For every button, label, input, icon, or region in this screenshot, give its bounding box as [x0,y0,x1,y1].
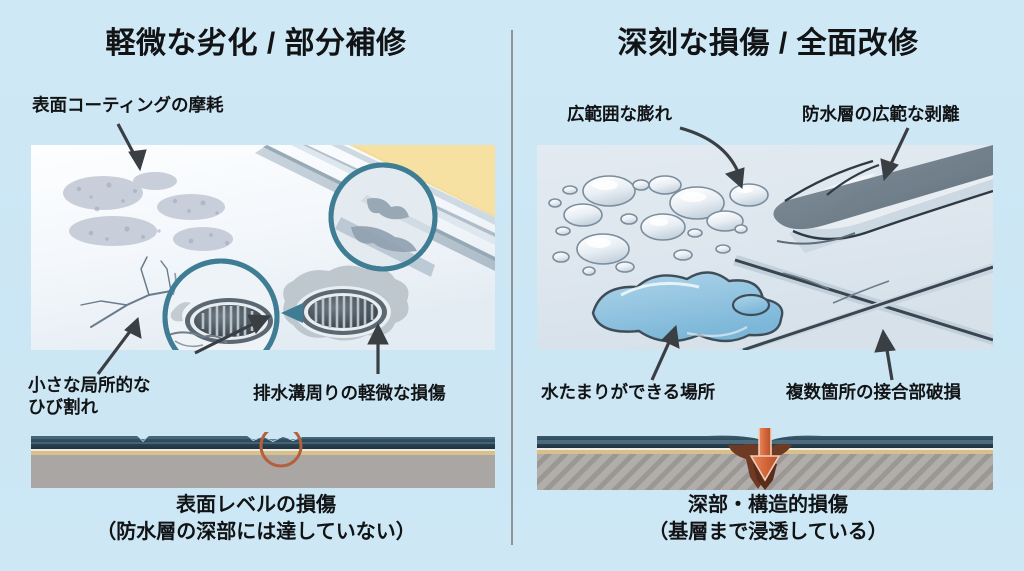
left-summary-caption: 表面レベルの損傷 （防水層の深部には達していない） [96,494,416,543]
label-widespread-blistering: 広範囲な膨れ [567,104,672,124]
label-multiple-seam-failures: 複数箇所の接合部破損 [786,382,961,402]
magnifier-parapet-closeup [328,162,438,277]
right-roof-illustration [537,145,993,350]
right-cross-section [537,428,993,490]
ponding-water-puddle [591,271,784,343]
penetration-arrow [749,428,781,482]
label-small-localized-cracks: 小さな局所的な ひび割れ [28,375,151,417]
right-section-title: 深刻な損傷 / 全面改修 [617,27,919,60]
left-section-title: 軽微な劣化 / 部分補修 [105,27,407,60]
label-minor-drain-damage: 排水溝周りの軽微な損傷 [253,383,446,403]
left-cross-section [31,432,495,488]
roof-drain-with-stain [283,265,409,341]
panel-divider [511,30,513,545]
blisters-cluster [548,175,769,276]
coating-wear-speckles [76,182,230,246]
label-surface-coating-wear: 表面コーティングの摩耗 [32,95,224,115]
right-summary-caption: 深部・構造的損傷 （基層まで浸透している） [648,494,888,543]
label-ponding-water-area: 水たまりができる場所 [541,382,716,402]
surface-damage-highlight [259,432,303,468]
coating-wear-patches [63,172,233,251]
left-roof-illustration [31,145,495,350]
peeling-membrane [773,145,993,253]
seam-failure-cross [733,255,993,350]
label-widespread-membrane-peeling: 防水層の広範な剥離 [802,104,960,124]
